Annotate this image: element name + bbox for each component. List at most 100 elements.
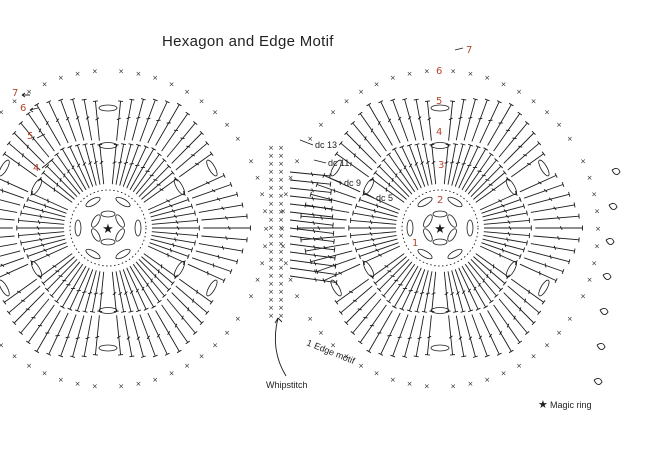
single-crochet-stitch: × xyxy=(567,135,573,143)
double-crochet-stitch xyxy=(463,315,478,358)
stitch-label-dc9: dc 9 xyxy=(344,178,361,188)
double-crochet-stitch xyxy=(483,210,528,222)
double-crochet-stitch xyxy=(429,271,437,313)
single-crochet-stitch: × xyxy=(58,376,64,384)
double-crochet-stitch xyxy=(2,278,37,305)
single-crochet-stitch: × xyxy=(374,80,380,88)
double-crochet-stitch xyxy=(470,164,504,198)
double-crochet-stitch xyxy=(67,267,90,311)
double-crochet-stitch xyxy=(349,217,397,225)
single-crochet-stitch: × xyxy=(484,376,490,384)
single-crochet-stitch: × xyxy=(307,315,313,323)
single-crochet-stitch: × xyxy=(294,292,300,300)
double-crochet-stitch xyxy=(67,145,90,189)
double-crochet-stitch xyxy=(97,271,105,313)
double-crochet-stitch xyxy=(354,238,398,253)
chain-loop-stitch xyxy=(432,238,448,246)
double-crochet-stitch xyxy=(421,143,433,185)
double-crochet-stitch xyxy=(289,235,335,245)
double-crochet-stitch xyxy=(519,263,558,283)
right-hexagon-motif: ★×××××××××××××××××××××××××××××××××××××××… xyxy=(279,68,601,391)
chain-loop-stitch xyxy=(115,196,131,208)
double-crochet-stitch xyxy=(191,181,233,199)
double-crochet-stitch xyxy=(519,173,558,193)
single-crochet-stitch: × xyxy=(262,242,268,250)
chain-loop-stitch xyxy=(430,344,450,352)
chain-loop-stitch xyxy=(406,219,414,237)
double-crochet-stitch xyxy=(454,269,474,313)
chain-loop-stitch xyxy=(115,248,131,260)
single-crochet-stitch: × xyxy=(358,362,364,370)
double-crochet-stitch xyxy=(147,100,170,144)
double-crochet-stitch xyxy=(161,111,191,152)
double-crochet-stitch xyxy=(12,130,45,164)
double-crochet-stitch xyxy=(473,170,507,200)
chain-loop-stitch xyxy=(100,210,116,218)
double-crochet-stitch xyxy=(530,243,576,254)
double-crochet-stitch xyxy=(70,315,85,358)
double-crochet-stitch xyxy=(358,197,399,214)
double-crochet-stitch xyxy=(152,225,200,231)
single-crochet-stitch: × xyxy=(544,341,550,349)
double-crochet-stitch xyxy=(378,312,401,356)
double-crochet-stitch xyxy=(344,292,377,326)
single-crochet-stitch: × xyxy=(268,176,274,184)
single-crochet-stitch: × xyxy=(283,260,289,268)
single-crochet-stitch: × xyxy=(278,312,284,320)
double-crochet-stitch xyxy=(523,181,565,199)
double-crochet-stitch xyxy=(483,234,528,246)
double-crochet-stitch xyxy=(362,245,401,265)
double-crochet-stitch xyxy=(149,197,190,214)
double-crochet-stitch xyxy=(135,158,167,195)
double-crochet-stitch xyxy=(373,256,407,286)
double-crochet-stitch xyxy=(503,130,536,164)
single-crochet-stitch: × xyxy=(184,88,190,96)
double-crochet-stitch xyxy=(464,152,494,193)
single-crochet-stitch: × xyxy=(259,191,265,199)
double-crochet-stitch xyxy=(300,213,347,221)
picot-stitch xyxy=(593,377,603,385)
double-crochet-stitch xyxy=(123,315,135,358)
chain-loop-stitch xyxy=(417,248,433,260)
double-crochet-stitch xyxy=(92,315,100,356)
single-crochet-stitch: × xyxy=(169,370,175,378)
chain-loop-stitch xyxy=(0,279,10,297)
legend: ★ Magic ring xyxy=(538,399,592,411)
double-crochet-stitch xyxy=(475,253,510,280)
single-crochet-stitch: × xyxy=(58,74,64,82)
double-crochet-stitch xyxy=(484,225,532,231)
double-crochet-stitch xyxy=(179,278,214,305)
double-crochet-stitch xyxy=(141,170,175,200)
double-crochet-stitch xyxy=(97,143,105,185)
double-crochet-stitch xyxy=(187,173,226,193)
double-crochet-stitch xyxy=(0,250,21,257)
single-crochet-stitch: × xyxy=(467,70,473,78)
single-crochet-stitch: × xyxy=(278,208,284,216)
single-crochet-stitch: × xyxy=(280,242,286,250)
double-crochet-stitch xyxy=(0,188,25,199)
double-crochet-stitch xyxy=(44,164,78,198)
double-crochet-stitch xyxy=(406,269,426,313)
double-crochet-stitch xyxy=(20,234,65,246)
double-crochet-stitch xyxy=(473,256,507,286)
single-crochet-stitch: × xyxy=(268,216,274,224)
single-crochet-stitch: × xyxy=(278,184,284,192)
double-crochet-stitch xyxy=(527,191,571,206)
chain-loop-stitch xyxy=(31,260,43,278)
double-crochet-stitch xyxy=(381,261,413,298)
double-crochet-stitch xyxy=(44,258,78,292)
double-crochet-stitch xyxy=(467,158,499,195)
double-crochet-stitch xyxy=(390,98,409,142)
double-crochet-stitch xyxy=(0,257,25,268)
left-row-arrows xyxy=(21,92,53,169)
single-crochet-stitch: × xyxy=(531,98,537,106)
double-crochet-stitch xyxy=(129,147,157,191)
chain-loop-stitch xyxy=(134,219,142,237)
single-crochet-stitch: × xyxy=(268,296,274,304)
double-crochet-stitch xyxy=(289,179,332,187)
double-crochet-stitch xyxy=(38,176,73,203)
single-crochet-stitch: × xyxy=(212,109,218,117)
double-crochet-stitch xyxy=(0,227,13,229)
single-crochet-stitch: × xyxy=(556,121,562,129)
